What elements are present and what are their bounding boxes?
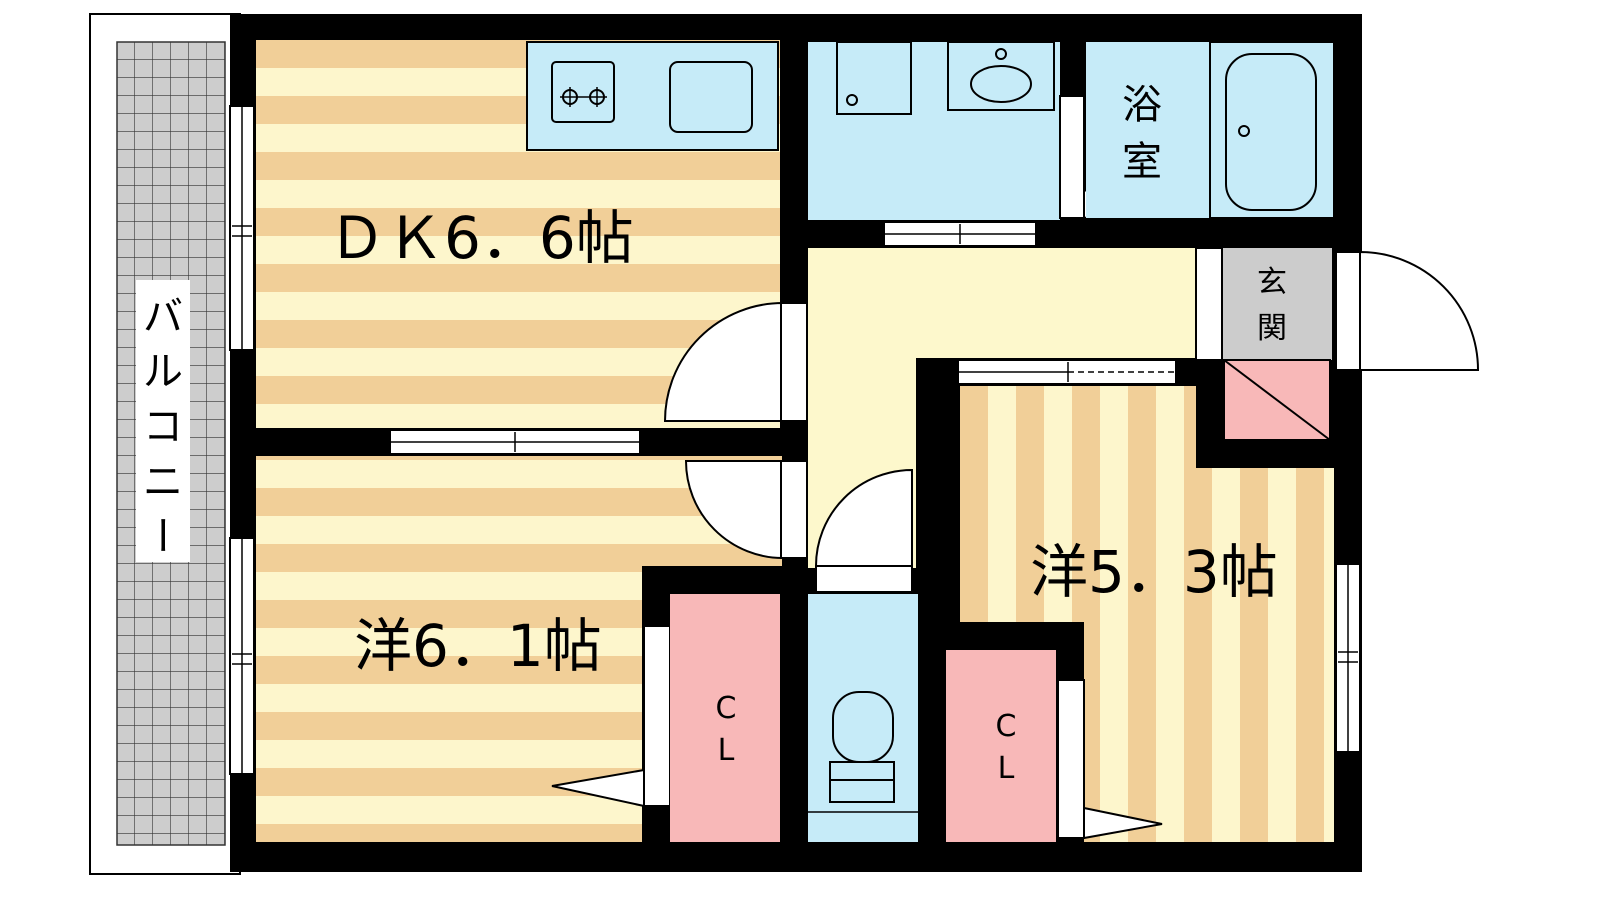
kitchen-sink (669, 61, 753, 133)
hall (808, 248, 1196, 593)
dk-room-label: ＤＫ6．6帖 (328, 204, 634, 272)
western-room-1-label: 洋6．1帖 (354, 612, 602, 680)
washing-machine-space (836, 41, 912, 115)
balcony-label-4: ニ (143, 459, 183, 505)
closet-1: C L (670, 594, 780, 842)
toilet (832, 691, 894, 763)
closet-2-label-1: C (996, 709, 1017, 744)
balcony-windows (229, 105, 255, 775)
balcony-label-2: ル (143, 349, 183, 395)
balcony-label-5: ー (138, 515, 184, 555)
western-room-2: 洋5．3帖 (957, 359, 1361, 842)
bathroom-label-2: 室 (1122, 139, 1162, 185)
western-room-2-label: 洋5．3帖 (1030, 538, 1278, 606)
balcony: バ ル コ ニ ー (89, 13, 241, 875)
door-swing-entrance (1359, 250, 1480, 371)
entrance-label-2: 関 (1257, 311, 1287, 346)
closet-1-label-2: L (718, 733, 735, 768)
door-swing-western-1 (684, 460, 784, 560)
stove (551, 61, 615, 123)
dk-room: ＤＫ6．6帖 (256, 40, 808, 428)
sliding-door-dk-western (389, 429, 641, 455)
closet-1-label-1: C (716, 691, 737, 726)
entrance-label-1: 玄 (1257, 265, 1287, 300)
bathroom-label-1: 浴 (1122, 82, 1162, 128)
western-room-1: 洋6．1帖 (256, 456, 808, 842)
closet-2-label-2: L (998, 751, 1015, 786)
bathroom: 浴 室 (1086, 41, 1335, 219)
washroom (808, 41, 1147, 247)
balcony-label-1: バ (143, 294, 183, 340)
entrance: 玄 関 (1195, 247, 1480, 441)
closet-2: C L (946, 650, 1056, 842)
door-swing-toilet (814, 468, 913, 567)
toilet-room (808, 594, 918, 842)
door-swing-dk (663, 301, 784, 422)
balcony-label-3: コ (143, 404, 183, 450)
